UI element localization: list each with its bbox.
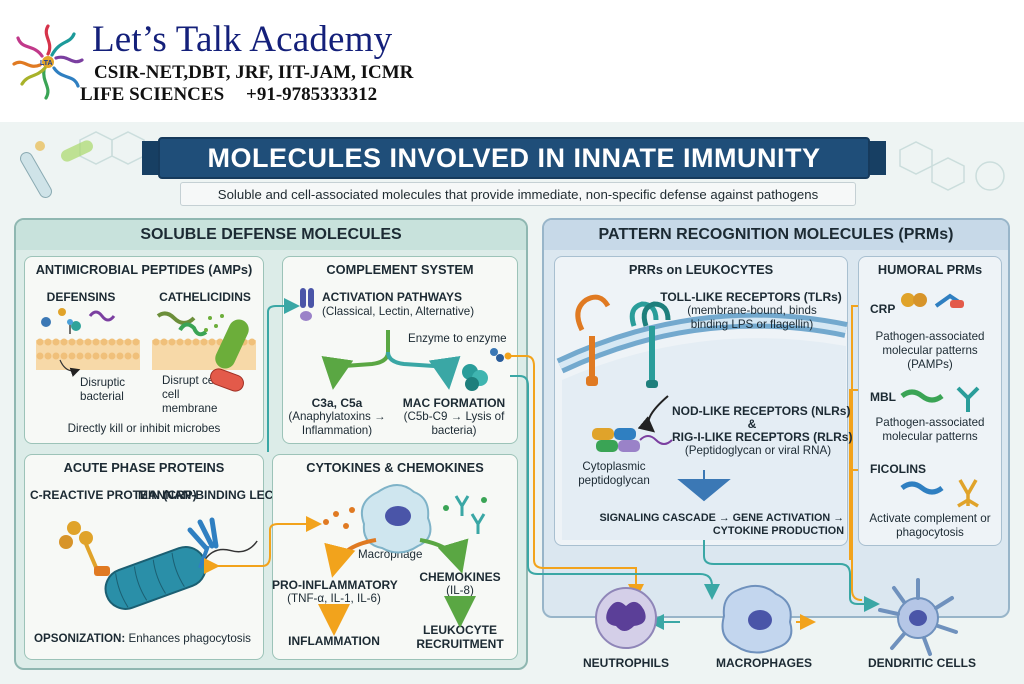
rlr-label: RIG-I-LIKE RECEPTORS (RLRs) [672, 430, 853, 444]
brand-name: Let’s Talk Academy [92, 19, 393, 60]
soluble-defense-title: SOLUBLE DEFENSE MOLECULES [140, 226, 402, 243]
nlr-label: NOD-LIKE RECEPTORS (NLRs) [672, 404, 851, 418]
tlr-receptor-icon [575, 294, 671, 388]
activation-pathways-label: ACTIVATION PATHWAYS [322, 290, 463, 304]
brand-subject: LIFE SCIENCES [80, 84, 225, 105]
test-tube-icon [20, 140, 93, 198]
mac-complex-icon [462, 348, 504, 391]
prm-title: PATTERN RECOGNITION MOLECULES (PRMs) [598, 226, 954, 243]
tlr-label: TOLL-LIKE RECEPTORS (TLRs) [660, 290, 842, 304]
svg-text:LTA: LTA [40, 60, 53, 67]
crp-pentamer-icon [59, 521, 110, 576]
c3a-c5a-sub: (Anaphylatoxins → Inflammation) [288, 410, 386, 437]
ficolins-sub: Activate complement or phagocytosis [869, 512, 991, 539]
academy-logo-icon: LTA [12, 24, 84, 100]
amp-footer-text: Directly kill or inhibit microbes [67, 422, 221, 435]
humoral-crp-label: CRP [870, 302, 896, 316]
ficolins-label: FICOLINS [870, 462, 926, 476]
mac-formation-sub: (C5b-C9 → Lysis of bacteria) [403, 410, 505, 437]
header: LTA Let’s Talk Academy CSIR-NET,DBT, JRF… [0, 0, 1024, 122]
inflammation-label: INFLAMMATION [288, 634, 380, 648]
pro-inflammatory-label: PRO-INFLAMMATORY [272, 578, 398, 592]
activation-pathways-sub: (Classical, Lectin, Alternative) [322, 305, 475, 318]
page-subtitle: Soluble and cell-associated molecules th… [180, 182, 856, 206]
macrophages-label: MACROPHAGES [715, 656, 812, 670]
tlr-sub: (membrane-bound, binds binding LPS or fl… [687, 304, 817, 331]
opsonization-desc: Enhances phagocytosis [128, 632, 251, 645]
chemokine-receptor-icon [443, 495, 487, 534]
defensin-membrane-icon [36, 308, 140, 377]
acute-phase-title: ACUTE PHASE PROTEINS [63, 460, 225, 475]
pro-inflammatory-sub: (TNF-α, IL-1, IL-6) [287, 592, 381, 605]
humoral-mbl-label: MBL [870, 390, 896, 404]
soluble-defense-header [16, 220, 526, 250]
brand-exams: CSIR-NET,DBT, JRF, IIT-JAM, ICMR [94, 62, 414, 83]
complement-title: COMPLEMENT SYSTEM [326, 262, 474, 277]
cytokines-title: CYTOKINES & CHEMOKINES [306, 460, 484, 475]
disrupt-membrane-text: Disrupt celll cell membrane [162, 374, 222, 415]
complement-box [282, 256, 518, 444]
title-banner: MOLECULES INVOLVED IN INNATE IMMUNITY [158, 137, 870, 179]
humoral-crp-icon [901, 293, 964, 308]
cathelicidin-membrane-icon [152, 311, 256, 392]
amp-sign: & [747, 417, 757, 431]
amp-title: ANTIMICROBIAL PEPTIDES (AMPs) [35, 262, 253, 277]
rlr-sub: (Peptidoglycan or viral RNA) [684, 444, 832, 457]
humoral-mbl-sub: Pathogen-associated molecular patterns [875, 416, 985, 443]
c3a-c5a-label: C3a, C5a [311, 396, 363, 410]
dendritic-cell-icon [878, 578, 958, 656]
bacterium-opsonized-icon [104, 540, 258, 610]
disruptic-bacterial-text: Disruptic bacterial [80, 376, 126, 403]
defensins-label: DEFENSINS [46, 290, 116, 304]
neutrophils-label: NEUTROPHILS [582, 656, 669, 670]
leukocyte-recruitment-label: LEUKOCYTE RECRUITMENT [416, 623, 504, 651]
brand-phone: +91-9785333312 [246, 84, 378, 105]
opsonization-text: OPSONIZATION: Enhances phagocytosis [34, 632, 264, 645]
humoral-crp-sub: Pathogen-associated molecular patterns (… [875, 330, 985, 371]
prr-leukocytes-title: PRRs on LEUKOCYTES [628, 262, 774, 277]
nlr-rlr-receptor-icon [592, 428, 673, 452]
pathway-molecules-icon [300, 288, 314, 321]
page-title: MOLECULES INVOLVED IN INNATE IMMUNITY [207, 142, 821, 173]
macrophage-icon [360, 484, 432, 554]
humoral-mbl-icon [900, 386, 980, 412]
humoral-prm-title: HUMORAL PRMs [877, 262, 983, 277]
neutrophil-icon [595, 587, 657, 649]
signaling-cascade-text: SIGNALING CASCADE → GENE ACTIVATION → CY… [599, 512, 844, 537]
cytoplasmic-text: Cytoplasmic peptidoglycan [578, 460, 650, 487]
dendritic-cells-label: DENDRITIC CELLS [868, 656, 976, 670]
prm-header [544, 220, 1008, 250]
opsonization-label: OPSONIZATION: [34, 632, 126, 645]
enzyme-text: Enzyme to enzyme [408, 332, 507, 345]
cathelicidins-label: CATHELICIDINS [159, 290, 251, 304]
cell-membrane-icon [556, 312, 848, 540]
mac-formation-label: MAC FORMATION [402, 396, 506, 410]
ficolin-icon [900, 479, 979, 508]
macrophage-cell-icon [721, 584, 793, 654]
chemokines-sub: (IL-8) [446, 584, 474, 597]
